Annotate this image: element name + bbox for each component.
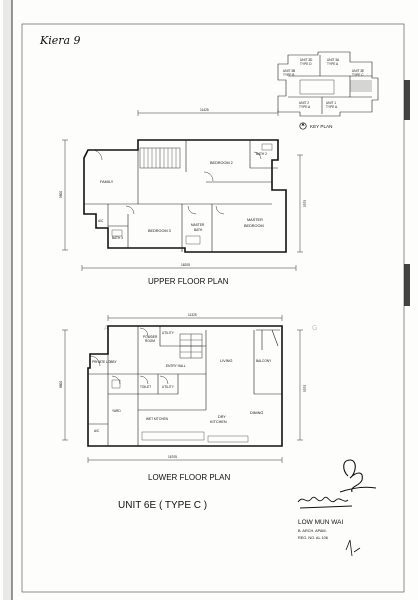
room-label-powder-room: ROOM [145, 339, 155, 343]
key-unit-name: UNIT 2 [299, 101, 309, 105]
dim-label-bottom: 16205 [181, 263, 190, 267]
key-unit-type: TYPE D [300, 62, 312, 66]
bath-fixture [261, 143, 273, 151]
room-label-master-bath: MASTER [191, 223, 205, 227]
room-label-balcony: BALCONY [256, 359, 272, 363]
handwritten-note: Kiera 9 [39, 34, 81, 47]
signature-mark [297, 496, 353, 509]
binding-edge [3, 0, 12, 600]
key-unit-name: UNIT 1 [326, 101, 336, 105]
signature-mark [339, 459, 377, 493]
architect-signature: LOW MUN WAI B. ARCH. APAM. REG. NO. AL 1… [297, 459, 377, 557]
north-arrow-head-icon [301, 122, 305, 126]
balcony-screen [256, 329, 280, 350]
dim-label-left: 5800 [59, 191, 63, 198]
bath-fixture [111, 229, 123, 237]
room-label-dry-kitchen: KITCHEN [210, 420, 227, 424]
door-swing [215, 205, 225, 215]
key-unit-name: UNIT 3A [327, 58, 340, 62]
watermark: A [104, 325, 109, 332]
interior-wall [159, 326, 206, 347]
upper-stair [139, 147, 181, 169]
room-label-bath-2: BATH 2 [256, 152, 267, 156]
lower-stair [179, 333, 203, 359]
room-label-wet-kitchen: WET KITCHEN [146, 417, 169, 421]
door-swing [159, 375, 169, 385]
room-label-dry-kitchen: DRY [218, 415, 226, 419]
interior-wall [253, 330, 282, 395]
door-swing [125, 205, 135, 215]
room-label-living: LIVING [220, 359, 232, 363]
key-plan: UNIT 3D TYPE D UNIT 3A TYPE A UNIT 3E TY… [277, 51, 379, 130]
door-swing [139, 327, 149, 337]
key-unit-type: TYPE B [283, 73, 294, 77]
room-label-ac: A/C [98, 219, 104, 223]
key-unit-type: TYPE A [326, 105, 338, 109]
room-label-master-bath: BATH [194, 228, 203, 232]
lower-floor-plan: 11325 16705 8800 5375 A G [59, 313, 317, 482]
interior-wall [108, 374, 179, 395]
lower-outer-wall [87, 325, 283, 447]
unit-title: UNIT 6E ( TYPE C ) [118, 500, 207, 511]
door-swing [91, 149, 103, 161]
architect-name: LOW MUN WAI [298, 519, 343, 526]
upper-floor-title: UPPER FLOOR PLAN [148, 277, 229, 286]
room-label-bath-3: BATH 3 [112, 236, 123, 240]
door-swing [203, 171, 214, 182]
room-label-ac: A/C [94, 429, 100, 433]
room-label-entry-hall: ENTRY HALL [166, 364, 186, 368]
key-unit-name: UNIT 3E [352, 69, 364, 73]
architect-qualification: B. ARCH. APAM. [298, 529, 327, 533]
interior-wall [249, 140, 278, 169]
kitchen-counter [207, 435, 249, 443]
key-unit-name: UNIT 3B [283, 69, 295, 73]
door-swing [139, 375, 149, 385]
dim-label-left: 8800 [59, 381, 63, 388]
kitchen-counter [141, 431, 205, 441]
room-label-utility-top: UTILITY [162, 331, 175, 335]
lower-floor-title: LOWER FLOOR PLAN [148, 473, 230, 482]
door-swing [89, 355, 101, 367]
dim-label-bottom: 16705 [168, 455, 177, 459]
upper-floor-plan: 11425 16205 5800 5375 [59, 108, 307, 286]
room-label-utility: UTILITY [162, 385, 175, 389]
watermark: G [312, 325, 317, 332]
key-unit-name: UNIT 3D [300, 58, 313, 62]
key-unit-type: TYPE A [299, 105, 311, 109]
key-plan-outline [277, 51, 379, 117]
door-swing [253, 151, 262, 160]
dim-label-top: 11325 [188, 313, 197, 317]
key-unit-type: TYPE C [352, 73, 364, 77]
room-label-bedroom-2: BEDROOM 2 [210, 161, 233, 165]
key-plan-core [299, 79, 335, 95]
upper-outer-wall [83, 139, 287, 253]
room-label-master-bedroom: MASTER [247, 218, 263, 222]
sheet-border [21, 23, 405, 593]
room-label-powder-room: POWDER [143, 335, 158, 339]
room-label-family: FAMILY [100, 180, 114, 184]
dim-label-top: 11425 [200, 108, 209, 112]
room-label-dining: DINING [250, 411, 263, 415]
bath-fixture [185, 235, 201, 245]
dim-label-right: 5375 [303, 200, 307, 207]
room-label-private-lobby: PRIVATE LOBBY [92, 360, 118, 364]
initial-mark [345, 539, 361, 557]
room-label-yard: YARD [112, 409, 121, 413]
door-swing [187, 205, 197, 215]
room-label-toilet: TOILET [140, 385, 151, 389]
key-plan-highlight [350, 80, 372, 92]
edge-mark-bottom [404, 264, 410, 306]
room-label-master-bedroom: BEDROOM [244, 224, 264, 228]
key-plan-label: KEY PLAN [310, 124, 332, 129]
architect-reg-no: REG. NO. AL 106 [298, 536, 328, 540]
edge-mark-top [404, 80, 410, 120]
dim-label-right: 5375 [303, 385, 307, 392]
room-label-bedroom-3: BEDROOM 3 [148, 229, 171, 233]
key-unit-type: TYPE A [327, 62, 339, 66]
toilet-fixture [111, 379, 121, 389]
